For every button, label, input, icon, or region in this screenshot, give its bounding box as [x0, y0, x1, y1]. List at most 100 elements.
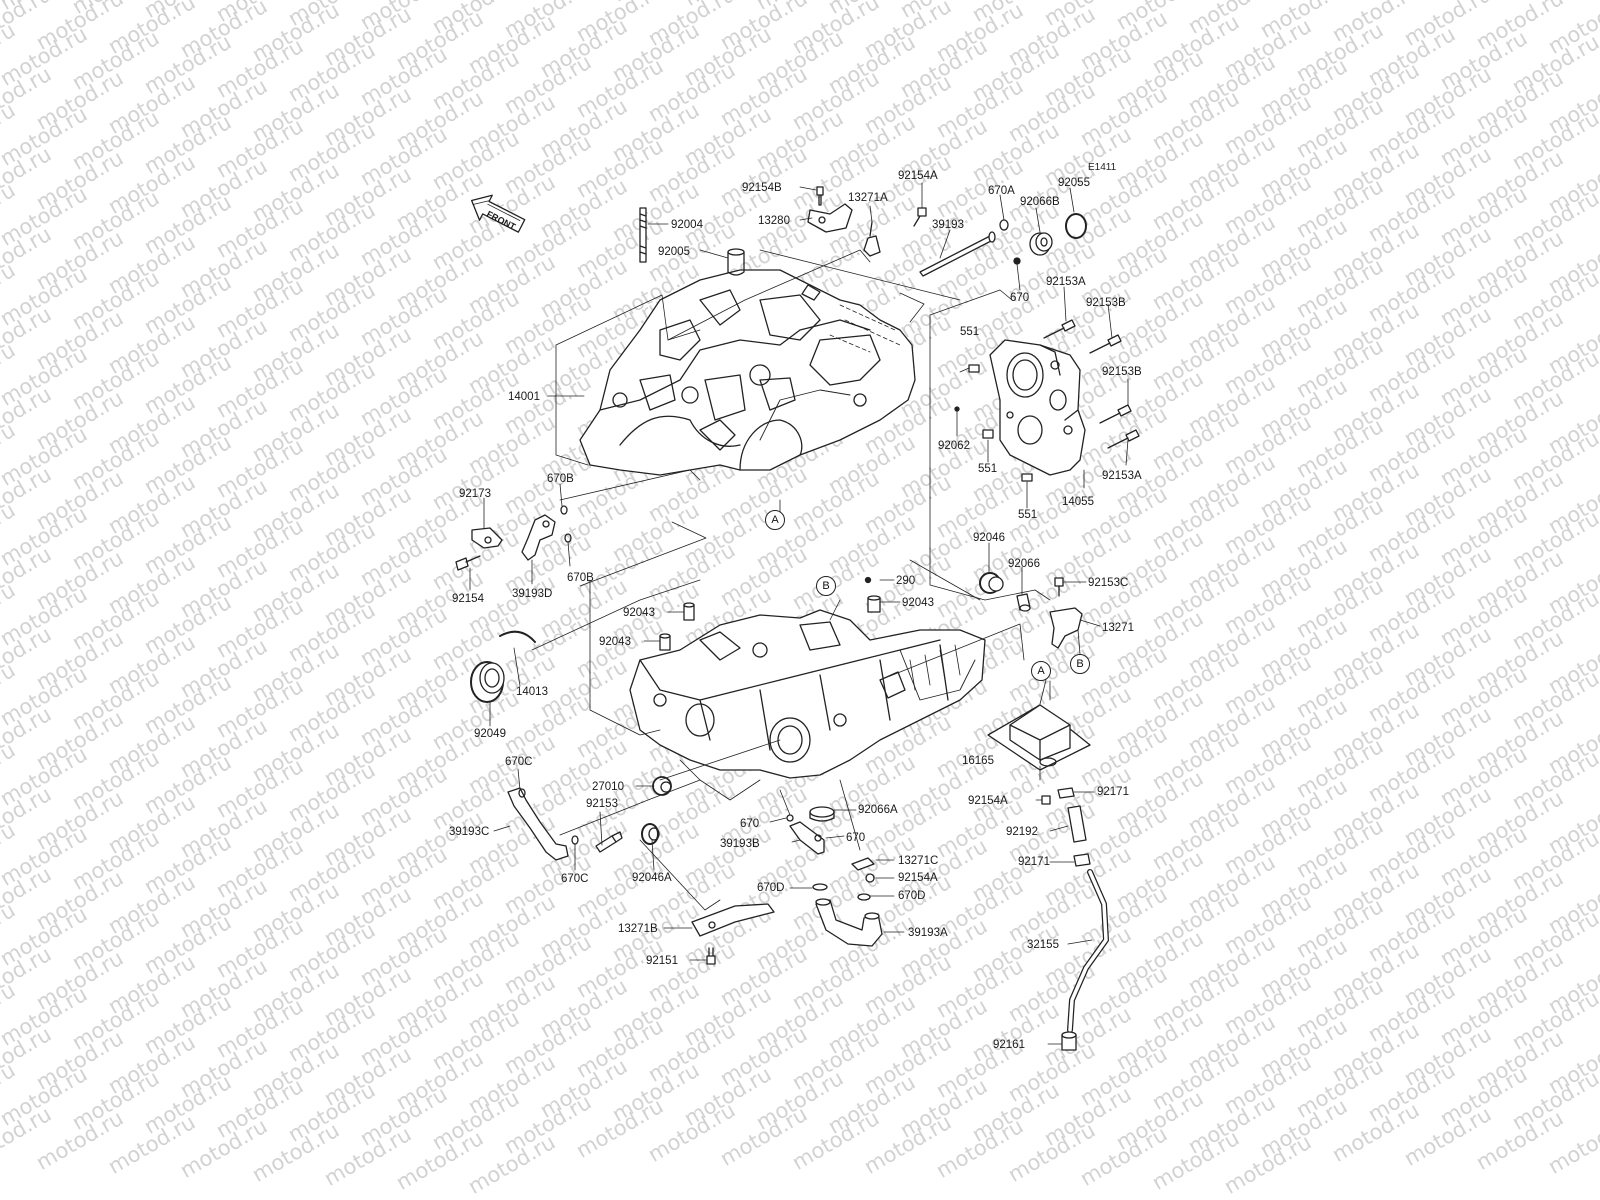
- part-label: 92154A: [898, 170, 938, 182]
- part-label: 92153B: [1086, 297, 1126, 309]
- hose-92192: [1067, 805, 1087, 843]
- bolt-92154b: [816, 186, 824, 206]
- part-label: 92043: [902, 597, 934, 609]
- part-label: 14055: [1062, 496, 1094, 508]
- part-label: 92161: [993, 1039, 1025, 1051]
- upper-crankcase: [579, 269, 916, 476]
- part-label: 92046: [973, 532, 1005, 544]
- oring-670d-b: [857, 893, 871, 901]
- part-label: 92043: [623, 607, 655, 619]
- clamp-92171-b: [1073, 853, 1091, 867]
- part-label: 13280: [758, 215, 790, 227]
- part-label: 551: [960, 326, 980, 338]
- part-label: 92062: [938, 440, 970, 452]
- part-label: 92066: [1008, 558, 1040, 570]
- part-label: 92004: [671, 219, 703, 231]
- ref-marker-b-lower: B: [816, 576, 836, 596]
- part-label: 92153B: [1102, 366, 1142, 378]
- seal-92049: [470, 661, 505, 703]
- dowels-551: [968, 364, 1033, 482]
- part-label: 39193B: [720, 838, 760, 850]
- part-label: 27010: [592, 781, 624, 793]
- part-label: 39193D: [512, 588, 553, 600]
- bracket-92173: [471, 527, 503, 549]
- part-label: 551: [978, 463, 998, 475]
- oring-670-b1: [786, 814, 794, 822]
- part-label: 670C: [505, 756, 533, 768]
- pipe-39193b: [789, 821, 825, 855]
- part-label: 92151: [646, 955, 678, 967]
- oring-670d-a: [812, 883, 828, 891]
- part-label: 92154A: [968, 795, 1008, 807]
- oring-670b-a: [560, 505, 568, 515]
- snapring-14013: [499, 630, 536, 643]
- seal-92046: [979, 572, 1004, 594]
- bracket-13271: [1049, 607, 1083, 649]
- stud-92004: [639, 207, 647, 263]
- pin-92062: [954, 406, 960, 412]
- oring-670a: [999, 219, 1009, 231]
- bracket-13271c: [851, 857, 875, 871]
- part-label: 670C: [561, 873, 589, 885]
- part-label: 92043: [599, 636, 631, 648]
- oring-670c-b: [571, 835, 579, 845]
- part-label: 92192: [1006, 826, 1038, 838]
- part-label: 92153: [586, 798, 618, 810]
- cap-92161: [1061, 1031, 1077, 1051]
- part-label: 39193C: [449, 826, 490, 838]
- bracket-13271a: [863, 221, 881, 257]
- pipe-39193a: [815, 898, 883, 947]
- part-label: 92066A: [858, 804, 898, 816]
- bolt-92153c: [1054, 577, 1064, 597]
- oring-670-b2: [814, 834, 822, 842]
- plug-92066: [1016, 593, 1031, 612]
- part-label: 13271B: [618, 923, 658, 935]
- part-label: 92171: [1097, 786, 1129, 798]
- part-label: 14013: [516, 686, 548, 698]
- part-label: 92153A: [1046, 276, 1086, 288]
- part-label: 39193: [932, 219, 964, 231]
- oring-92055: [1065, 213, 1087, 239]
- leader-lines: [469, 182, 1129, 1045]
- front-arrow-icon: [470, 194, 526, 233]
- part-label: 670: [846, 832, 866, 844]
- plug-92066b: [1029, 232, 1053, 256]
- part-label: 670B: [547, 473, 574, 485]
- part-label: 92055: [1058, 177, 1090, 189]
- part-label: 16165: [962, 755, 994, 767]
- part-label: 92153C: [1088, 577, 1129, 589]
- oring-670: [1013, 257, 1021, 265]
- bolt-92151: [706, 947, 716, 965]
- part-label: 92046A: [632, 872, 672, 884]
- part-label: 290: [896, 575, 916, 587]
- part-label: 670D: [757, 882, 785, 894]
- cover-14055: [989, 339, 1086, 476]
- ref-marker-a-right: A: [1031, 661, 1051, 681]
- ref-marker-a-upper: A: [765, 510, 785, 530]
- bolt-92154-left: [455, 555, 481, 571]
- part-label: 670B: [567, 572, 594, 584]
- bolt-92154a-top: [913, 207, 927, 227]
- pipe-32155: [1067, 869, 1109, 1033]
- dowels-92043: [659, 595, 881, 651]
- bolts-92153: [1043, 319, 1140, 449]
- seal-92046a: [641, 823, 660, 845]
- pipe-39193c: [507, 787, 569, 861]
- oring-670c-a: [518, 788, 526, 798]
- part-label: 14001: [508, 391, 540, 403]
- fitting-92153: [595, 831, 623, 853]
- part-label: 92066B: [1020, 196, 1060, 208]
- part-label: 551: [1018, 509, 1038, 521]
- ball-290: [864, 576, 872, 584]
- oilpan-cover-16165: [987, 704, 1091, 771]
- part-label: 92005: [658, 246, 690, 258]
- dowel-92005: [727, 248, 745, 276]
- part-label: 92154A: [898, 872, 938, 884]
- part-label: 39193A: [908, 927, 948, 939]
- pipe-39193d: [521, 514, 556, 561]
- part-label: 92154: [452, 593, 484, 605]
- part-label: 13271C: [898, 855, 939, 867]
- part-label: 92154B: [742, 182, 782, 194]
- part-label: 32155: [1027, 939, 1059, 951]
